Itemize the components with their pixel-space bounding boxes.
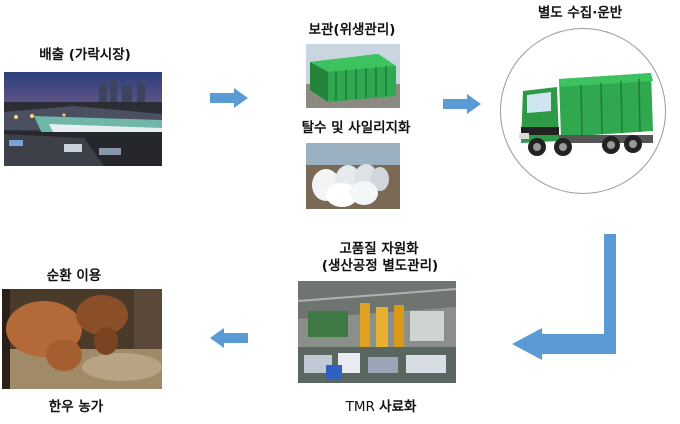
circulation-label: 순환 이용 xyxy=(46,268,102,284)
tmr-prefix: TMR xyxy=(345,399,375,415)
transport-label: 별도 수집·운반 xyxy=(537,5,623,21)
dewatering-label: 탈수 및 사일리지화 xyxy=(301,120,411,136)
recycling-label-line1: 고품질 자원화 xyxy=(339,241,419,257)
arrow-recycling-to-farm xyxy=(210,328,248,348)
truck-photo xyxy=(519,73,653,156)
tmr-suffix: 사료화 xyxy=(379,399,417,415)
cattle-photo xyxy=(2,289,162,389)
container-photo xyxy=(306,44,400,108)
recycling-label-line2: (생산공정 별도관리) xyxy=(321,258,439,274)
tmr-label: TMR 사료화 xyxy=(318,395,444,415)
arrow-discharge-to-storage xyxy=(210,88,248,108)
factory-photo xyxy=(298,281,456,383)
farm-label: 한우 농가 xyxy=(48,399,104,415)
bale-photo xyxy=(306,143,400,209)
transport-circle xyxy=(500,28,666,194)
discharge-label: 배출 (가락시장) xyxy=(39,47,131,63)
arrow-storage-to-transport xyxy=(443,94,481,114)
arrow-transport-to-recycling xyxy=(512,234,616,360)
market-photo xyxy=(4,72,162,166)
storage-label: 보관(위생관리) xyxy=(308,22,396,38)
